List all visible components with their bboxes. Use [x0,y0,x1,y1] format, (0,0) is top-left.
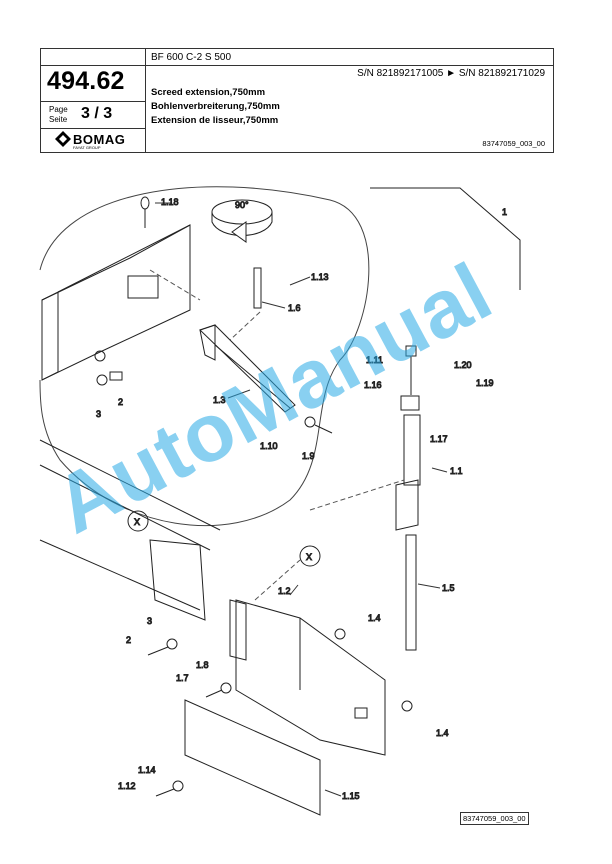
column [395,414,421,531]
screw [405,345,417,395]
leader-1 [370,187,521,290]
callout-1-5: 1.5 [442,583,455,593]
title-block: 494.62 Page Seite 3 / 3 BOMAG FAYAT GROU… [40,48,554,153]
callout-1-15: 1.15 [342,791,360,801]
callout-leaders [155,202,448,797]
logo-subtext: FAYAT GROUP [73,145,101,150]
x-marker [299,545,321,567]
callout-1-6: 1.6 [288,303,301,313]
callout-2b: 2 [126,635,131,645]
callout-2: 2 [118,397,123,407]
divider [41,65,553,66]
x-marker [127,510,149,532]
rotation-label: 90° [235,200,249,210]
callout-3b: 3 [147,616,152,626]
callout-1-4b: 1.4 [436,728,449,738]
callout-1-20: 1.20 [454,360,472,370]
centerlines [149,269,405,601]
title-fr: Extension de lisseur,750mm [151,115,279,126]
callout-1: 1 [502,207,507,217]
bolt [304,416,333,434]
callout-1-13: 1.13 [311,272,329,282]
title-en: Screed extension,750mm [151,87,266,98]
bolt-lower-112 [155,780,184,797]
nut [401,700,413,712]
rod [405,534,417,651]
callout-1-4a: 1.4 [368,613,381,623]
mounting-plate [41,224,191,381]
callout-1-11: 1.11 [366,355,383,365]
callout-1-8: 1.8 [196,660,209,670]
bolt-lower-17 [205,682,232,698]
callout-1-10: 1.10 [260,441,278,451]
page-label: Page Seite [49,105,68,124]
callout-1-16: 1.16 [364,380,382,390]
callout-3: 3 [96,409,101,419]
bomag-diamond-icon [55,131,71,147]
doc-number-panel [41,49,146,152]
clamp [400,395,420,411]
page-indicator: Page Seite 3 / 3 [41,101,145,129]
callout-1-1: 1.1 [450,466,463,476]
nut [334,628,346,640]
page-value: 3 / 3 [81,105,113,122]
callout-1-7: 1.7 [176,673,189,683]
detail-bubble [39,186,370,526]
eye-bolt [140,196,150,228]
bolt-upper [96,371,123,386]
document-number: 494.62 [47,67,125,95]
x-marker-label: X [306,552,312,562]
callout-1-3: 1.3 [213,395,226,405]
callout-1-12: 1.12 [118,781,136,791]
callout-1-18: 1.18 [161,197,179,207]
drawing-number: 83747059_003_00 [482,139,545,148]
rotation-arrow-icon [211,199,273,243]
extension-plate [229,599,386,756]
callout-1-19: 1.19 [476,378,494,388]
callout-1-2: 1.2 [278,586,291,596]
bolt-lower-2 [147,638,178,656]
callout-1-17: 1.17 [430,434,448,444]
logo-text: BOMAG [73,132,126,147]
x-marker-label: X [134,517,140,527]
serial-range: S/N 821892171005 ► S/N 821892171029 [357,68,545,79]
callout-1-9: 1.9 [302,451,315,461]
model-name: BF 600 C-2 S 500 [151,52,232,63]
cover-plate [184,699,321,816]
title-de: Bohlenverbreiterung,750mm [151,101,280,112]
bracket-arm [199,324,296,413]
callout-1-14: 1.14 [138,765,156,775]
pin [253,267,262,309]
footer-drawing-number: 83747059_003_00 [460,812,529,825]
screed-body [39,439,221,621]
